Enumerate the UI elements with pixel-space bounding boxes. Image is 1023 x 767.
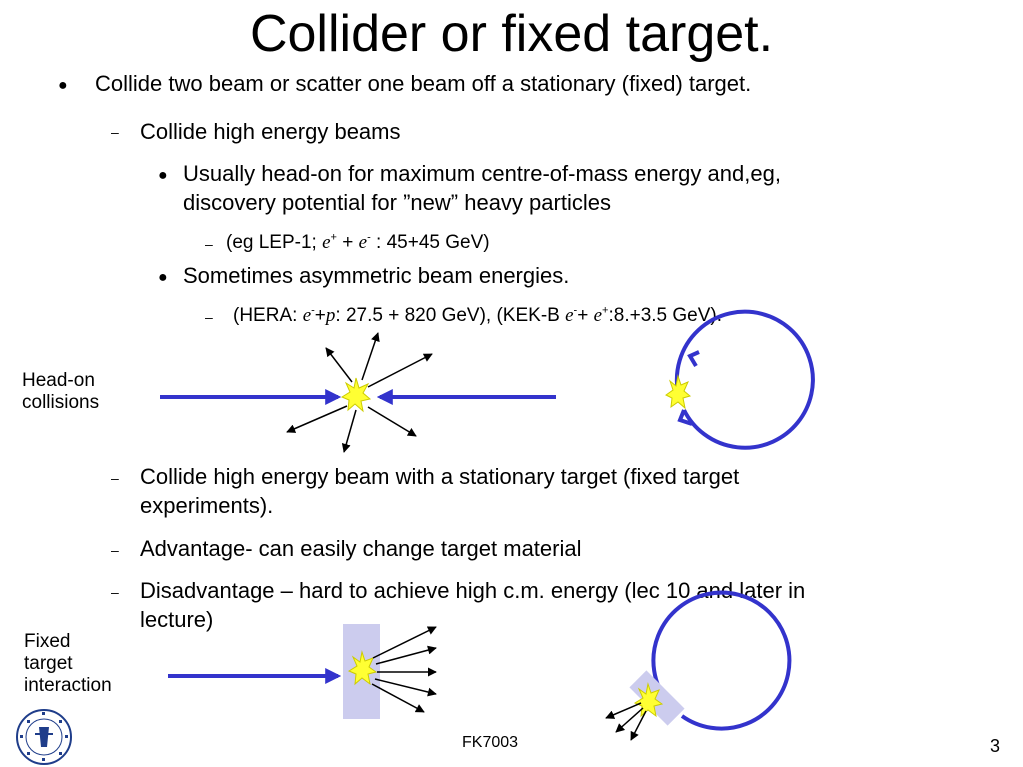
- sub-sub-bullet-text: Sometimes asymmetric beam energies.: [183, 263, 570, 288]
- ring-target-flash: [633, 682, 664, 718]
- sub-bullet-text: Collide high energy beams: [140, 119, 401, 144]
- page-number: 3: [990, 736, 1001, 756]
- sub-sub-bullet-text: Usually head-on for maximum centre-of-ma…: [183, 161, 781, 186]
- university-seal-logo: [16, 709, 72, 765]
- ring-beam-lower: [651, 590, 792, 731]
- dash-marker: –: [205, 309, 213, 325]
- slide-title: Collider or fixed target.: [249, 5, 774, 63]
- head-on-collision-diagram: [160, 332, 556, 453]
- ring-beam-upper: [674, 309, 815, 450]
- ring-target-block: [629, 670, 685, 726]
- bullet-text: Collide two beam or scatter one beam off…: [95, 71, 752, 96]
- collision-flash: [340, 377, 372, 413]
- outgoing-particles: [286, 332, 433, 453]
- bullet-marker: ●: [158, 167, 168, 184]
- dash-marker: –: [205, 236, 213, 252]
- sub-bullet-text: Collide high energy beam with a stationa…: [140, 464, 740, 489]
- sub-bullet-text: Advantage- can easily change target mate…: [140, 536, 582, 561]
- fixed-target-diagram: [168, 624, 437, 719]
- sub-sub-bullet-text: discovery potential for ”new” heavy part…: [183, 190, 611, 215]
- ring-scattered-particles: [605, 702, 647, 741]
- sub-bullet-text: experiments).: [140, 493, 274, 518]
- bullet-marker: ●: [158, 269, 168, 286]
- label-head-on: Head-on collisions: [22, 370, 100, 413]
- label-fixed-target: Fixed target interaction: [24, 631, 112, 696]
- dash-marker: –: [111, 584, 119, 600]
- target-flash: [347, 650, 378, 686]
- bullet-marker: ●: [58, 77, 68, 94]
- dash-marker: –: [111, 470, 119, 486]
- collider-ring-diagram: [665, 309, 815, 450]
- sub-bullet-text: lecture): [140, 607, 214, 632]
- footer-course-code: FK7003: [462, 734, 519, 751]
- dash-marker: –: [111, 542, 119, 558]
- lep-energies: (eg LEP-1; e+ + e- : 45+45 GeV): [226, 231, 490, 253]
- ring-fixed-target-diagram: [605, 590, 792, 741]
- dash-marker: –: [111, 124, 119, 140]
- scattered-particles: [371, 626, 437, 713]
- ring-collision-flash: [665, 374, 692, 410]
- hera-kekb-energies: (HERA: e-+p: 27.5 + 820 GeV), (KEK-B e-+…: [233, 304, 723, 326]
